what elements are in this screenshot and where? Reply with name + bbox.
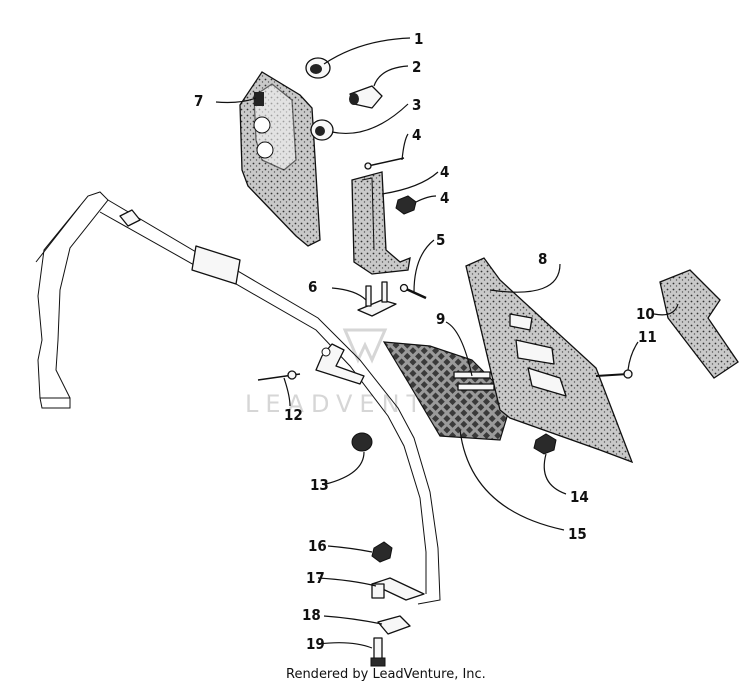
svg-text:2: 2 — [412, 58, 421, 76]
nut-4-right — [533, 433, 557, 455]
foam-pad-9 — [659, 269, 739, 379]
callout-10: 11 — [627, 328, 657, 371]
svg-text:18: 18 — [302, 606, 321, 624]
svg-text:4: 4 — [412, 126, 421, 144]
svg-text:4: 4 — [440, 189, 449, 207]
nut-3 — [351, 432, 373, 452]
bracket-plate-14 — [239, 71, 321, 247]
callout-3: 13 — [310, 451, 365, 494]
callout-2: 19 — [306, 635, 373, 653]
svg-text:14: 14 — [570, 488, 589, 506]
callout-11: 4 — [381, 163, 449, 195]
callout-19: 1 — [323, 30, 423, 65]
mesh-grille-5 — [382, 341, 513, 441]
screw-15 — [364, 157, 405, 170]
svg-text:9: 9 — [436, 310, 445, 328]
svg-text:11: 11 — [638, 328, 657, 346]
svg-text:6: 6 — [308, 278, 317, 296]
bracket-1 — [371, 577, 425, 601]
callout-18: 3 — [331, 96, 421, 135]
callout-15: 4 — [401, 126, 421, 161]
grommet-19 — [305, 57, 331, 79]
plate-17 — [377, 615, 411, 635]
handlebar-tube — [35, 191, 441, 605]
callout-12: 5 — [413, 231, 445, 293]
callout-1: 17 — [306, 569, 377, 587]
callout-7: 12 — [283, 377, 303, 424]
callout-6: 8 — [489, 250, 561, 293]
plate-13 — [357, 281, 397, 317]
svg-text:10: 10 — [636, 305, 655, 323]
pin-7 — [257, 370, 301, 381]
svg-text:8: 8 — [538, 250, 547, 268]
bolt-12 — [399, 283, 427, 300]
nut-4-bottom — [371, 541, 393, 563]
callout-14: 7 — [194, 92, 257, 110]
svg-text:17: 17 — [306, 569, 325, 587]
callout-4-bottom: 16 — [308, 537, 373, 555]
callout-16: 2 — [373, 58, 421, 87]
bracket-11 — [351, 171, 411, 275]
callout-13: 6 — [308, 278, 367, 301]
svg-text:3: 3 — [412, 96, 421, 114]
svg-text:15: 15 — [568, 525, 587, 543]
svg-text:5: 5 — [436, 231, 445, 249]
screw-10 — [595, 369, 633, 379]
svg-text:19: 19 — [306, 635, 325, 653]
callout-8: 9 — [436, 310, 473, 377]
callout-9: 10 — [636, 303, 679, 323]
callout-17: 18 — [302, 606, 383, 625]
svg-text:16: 16 — [308, 537, 327, 555]
svg-text:13: 13 — [310, 476, 329, 494]
callout-5: 15 — [459, 429, 587, 543]
bushing-16 — [349, 85, 383, 109]
callout-4-top: 4 — [415, 189, 449, 207]
svg-text:12: 12 — [284, 406, 303, 424]
svg-text:4: 4 — [440, 163, 449, 181]
callout-4-right: 14 — [543, 453, 589, 506]
side-panel-6 — [465, 257, 634, 464]
svg-text:7: 7 — [194, 92, 203, 110]
nut-4-top — [395, 195, 417, 215]
bolt-2 — [370, 637, 386, 667]
grommet-18 — [310, 119, 334, 141]
svg-text:1: 1 — [414, 30, 423, 48]
credit-text: Rendered by LeadVenture, Inc. — [286, 667, 486, 682]
